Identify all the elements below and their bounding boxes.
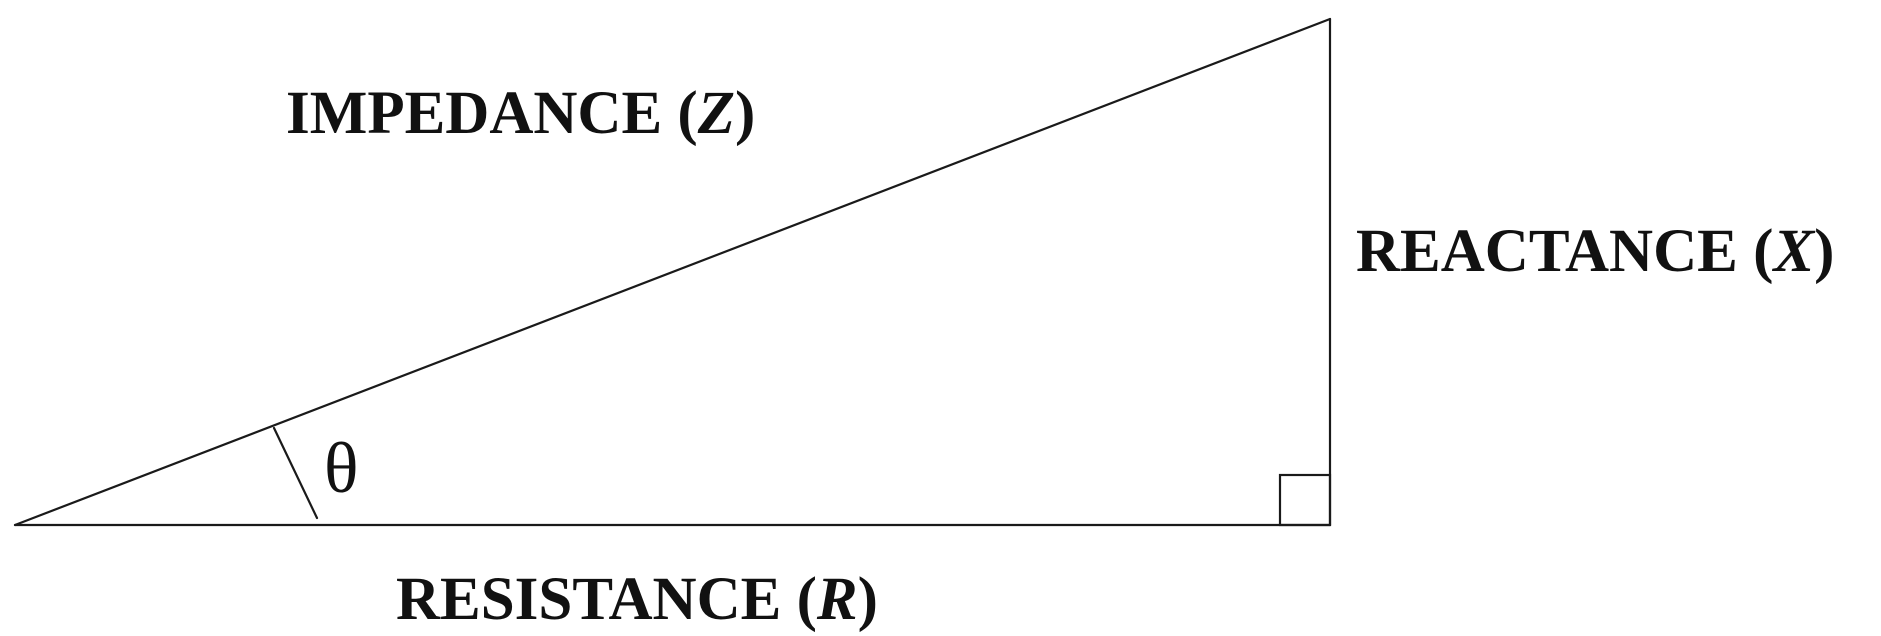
angle-marker	[272, 426, 319, 520]
reactance-label-name: REACTANCE	[1356, 218, 1738, 285]
resistance-label: RESISTANCE (R)	[396, 566, 878, 633]
impedance-side	[13, 17, 1332, 527]
resistance-label-symbol: R	[816, 566, 858, 633]
impedance-label-symbol: Z	[697, 80, 735, 147]
right-angle-marker	[1278, 473, 1332, 527]
reactance-label: REACTANCE (X)	[1356, 218, 1834, 285]
angle-theta-label: θ	[324, 428, 359, 508]
impedance-label: IMPEDANCE (Z)	[286, 80, 755, 147]
impedance-label-name: IMPEDANCE	[286, 80, 662, 147]
resistance-label-name: RESISTANCE	[396, 566, 781, 633]
reactance-label-symbol: X	[1771, 218, 1815, 285]
